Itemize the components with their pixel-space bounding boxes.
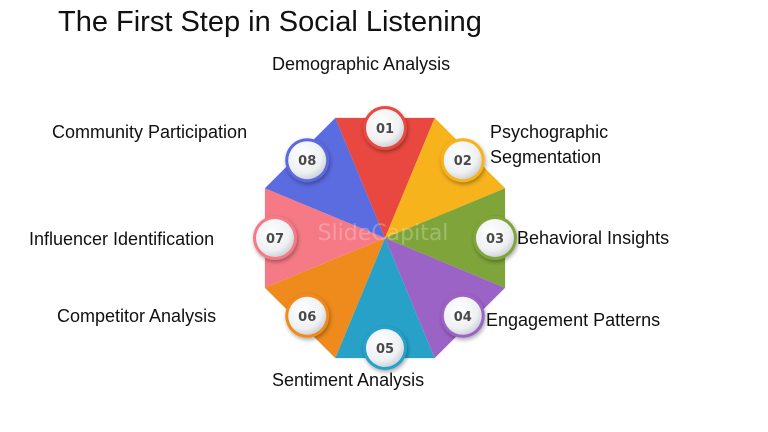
step-04-label: Engagement Patterns: [486, 310, 661, 330]
wedge-06: [264, 238, 385, 359]
step-badge-04: 04: [440, 293, 485, 338]
watermark-text: SlideCapital: [318, 221, 449, 246]
step-number-06: 06: [298, 310, 316, 325]
step-badge-05: 05: [363, 326, 407, 370]
step-badge-08: 08: [285, 138, 330, 183]
step-07-label: Influencer Identification: [29, 229, 215, 249]
badge-disc-01: [366, 109, 404, 147]
badge-disc-05: [366, 329, 404, 367]
wedge-08: [264, 117, 385, 238]
step-08-label: Community Participation: [52, 122, 248, 142]
step-badge-02: 02: [440, 138, 485, 183]
step-number-01: 01: [376, 122, 394, 137]
wedge-02: [385, 117, 506, 238]
step-number-04: 04: [454, 310, 472, 325]
step-03-label: Behavioral Insights: [517, 228, 670, 248]
step-01-label: Demographic Analysis: [272, 54, 451, 74]
badge-disc-08: [288, 141, 327, 180]
step-number-02: 02: [454, 154, 472, 169]
step-number-05: 05: [376, 342, 394, 357]
step-number-07: 07: [266, 232, 284, 247]
step-06-label: Competitor Analysis: [57, 306, 217, 326]
step-badge-03: 03: [473, 216, 517, 260]
step-badge-01: 01: [363, 106, 407, 150]
step-02-label: Psychographic Segmentation: [490, 122, 609, 167]
diagram-title: The First Step in Social Listening: [58, 6, 482, 38]
step-number-08: 08: [298, 154, 316, 169]
wedge-07: [264, 188, 385, 288]
wedge-05: [335, 238, 435, 359]
wedge-03: [385, 188, 506, 288]
badge-disc-06: [288, 296, 327, 335]
badge-disc-04: [443, 296, 482, 335]
step-badge-06: 06: [285, 293, 330, 338]
badge-disc-07: [256, 219, 294, 257]
wedge-04: [385, 238, 506, 359]
badge-disc-02: [443, 141, 482, 180]
step-badge-07: 07: [253, 216, 297, 260]
wedge-01: [335, 117, 435, 238]
badge-disc-03: [476, 219, 514, 257]
step-05-label: Sentiment Analysis: [272, 370, 425, 390]
step-number-03: 03: [486, 232, 504, 247]
